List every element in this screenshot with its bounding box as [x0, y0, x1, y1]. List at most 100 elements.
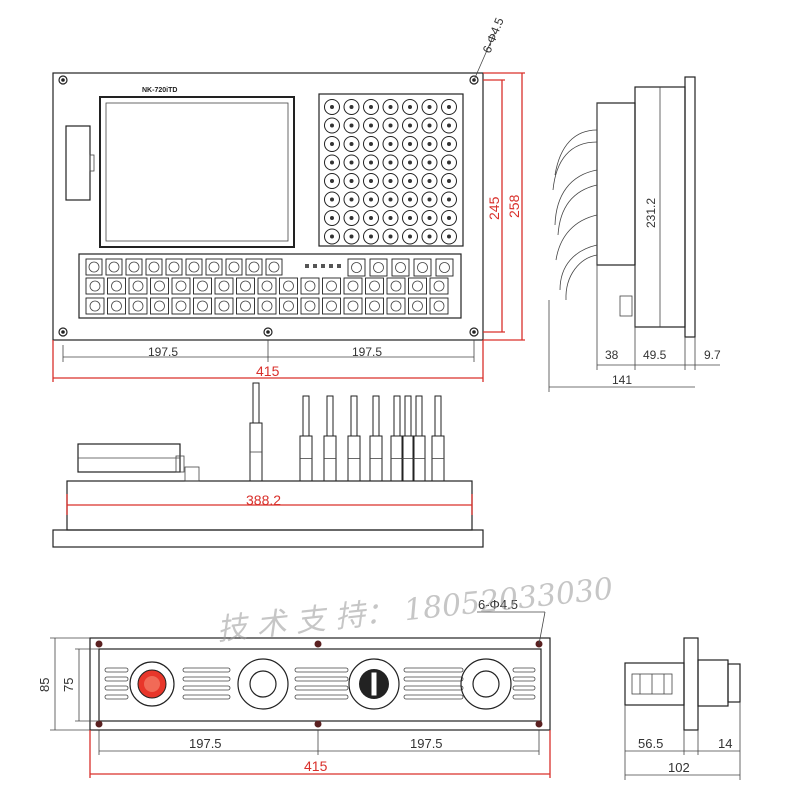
function-key[interactable] [193, 277, 212, 295]
function-key[interactable] [128, 277, 148, 295]
keypad-key[interactable] [421, 99, 438, 115]
keypad-key[interactable] [343, 154, 360, 171]
keypad-key[interactable] [382, 117, 399, 134]
keypad-key[interactable] [343, 228, 360, 245]
keypad-key[interactable] [441, 210, 457, 226]
function-key[interactable] [343, 277, 363, 295]
keypad-key[interactable] [441, 228, 457, 245]
keypad-key[interactable] [363, 228, 379, 245]
keypad-key[interactable] [441, 117, 457, 134]
function-key[interactable] [279, 297, 298, 315]
keypad-key[interactable] [421, 173, 438, 189]
keypad-key[interactable] [421, 136, 438, 152]
keypad-key[interactable] [324, 99, 340, 115]
keypad-key[interactable] [441, 154, 457, 171]
keypad-key[interactable] [402, 210, 418, 226]
keypad-key[interactable] [421, 117, 438, 134]
function-key[interactable] [85, 297, 105, 315]
function-key[interactable] [435, 258, 454, 277]
function-key[interactable] [236, 277, 255, 295]
function-key[interactable] [322, 297, 341, 315]
function-key[interactable] [300, 297, 320, 315]
function-key[interactable] [386, 297, 406, 315]
keypad-key[interactable] [421, 228, 438, 245]
keypad-key[interactable] [421, 210, 438, 226]
function-key[interactable] [193, 297, 212, 315]
function-key[interactable] [107, 297, 126, 315]
keypad-key[interactable] [363, 210, 379, 226]
keypad-key[interactable] [324, 210, 340, 226]
keypad-key[interactable] [382, 228, 399, 245]
function-key[interactable] [85, 258, 103, 276]
function-key[interactable] [171, 297, 191, 315]
keypad-key[interactable] [343, 117, 360, 134]
keypad-key[interactable] [363, 154, 379, 171]
keypad-key[interactable] [382, 173, 399, 189]
function-key[interactable] [265, 258, 283, 276]
keypad-key[interactable] [382, 136, 399, 152]
keypad-key[interactable] [382, 99, 399, 115]
keypad-key[interactable] [441, 99, 457, 115]
function-key[interactable] [85, 277, 105, 295]
function-key[interactable] [365, 277, 384, 295]
function-key[interactable] [429, 297, 449, 315]
function-key[interactable] [105, 258, 123, 276]
keypad-key[interactable] [402, 173, 418, 189]
function-key[interactable] [150, 277, 169, 295]
keypad-key[interactable] [441, 191, 457, 208]
function-key[interactable] [225, 258, 243, 276]
function-key[interactable] [300, 277, 320, 295]
keypad-key[interactable] [324, 136, 340, 152]
keypad-key[interactable] [382, 191, 399, 208]
function-key[interactable] [245, 258, 263, 276]
function-key[interactable] [236, 297, 255, 315]
keypad-key[interactable] [402, 228, 418, 245]
function-key[interactable] [257, 297, 277, 315]
keypad-key[interactable] [382, 210, 399, 226]
function-key[interactable] [214, 297, 234, 315]
keypad-key[interactable] [421, 154, 438, 171]
function-key[interactable] [413, 258, 432, 277]
function-key[interactable] [365, 297, 384, 315]
keypad-key[interactable] [343, 99, 360, 115]
keypad-key[interactable] [324, 228, 340, 245]
keypad-key[interactable] [402, 99, 418, 115]
keypad-key[interactable] [382, 154, 399, 171]
keypad-key[interactable] [363, 136, 379, 152]
keypad-key[interactable] [324, 191, 340, 208]
keypad-key[interactable] [363, 191, 379, 208]
function-key[interactable] [165, 258, 183, 276]
keypad-key[interactable] [343, 191, 360, 208]
keypad-key[interactable] [441, 173, 457, 189]
function-key[interactable] [408, 297, 427, 315]
function-key[interactable] [279, 277, 298, 295]
function-key[interactable] [150, 297, 169, 315]
keypad-key[interactable] [343, 136, 360, 152]
keypad-key[interactable] [402, 136, 418, 152]
function-key[interactable] [386, 277, 406, 295]
keypad-key[interactable] [402, 154, 418, 171]
function-key[interactable] [369, 258, 388, 277]
keypad-key[interactable] [363, 99, 379, 115]
function-key[interactable] [171, 277, 191, 295]
function-key[interactable] [107, 277, 126, 295]
keypad-key[interactable] [402, 191, 418, 208]
function-key[interactable] [429, 277, 449, 295]
function-key[interactable] [128, 297, 148, 315]
keypad-key[interactable] [324, 154, 340, 171]
keypad-key[interactable] [324, 117, 340, 134]
function-key[interactable] [185, 258, 203, 276]
keypad-key[interactable] [363, 117, 379, 134]
keypad-key[interactable] [343, 210, 360, 226]
function-key[interactable] [125, 258, 143, 276]
function-key[interactable] [205, 258, 223, 276]
function-key[interactable] [257, 277, 277, 295]
function-key[interactable] [408, 277, 427, 295]
keypad-key[interactable] [421, 191, 438, 208]
keypad-key[interactable] [402, 117, 418, 134]
function-key[interactable] [347, 258, 366, 277]
function-key[interactable] [214, 277, 234, 295]
function-key[interactable] [343, 297, 363, 315]
keypad-key[interactable] [363, 173, 379, 189]
keypad-key[interactable] [441, 136, 457, 152]
